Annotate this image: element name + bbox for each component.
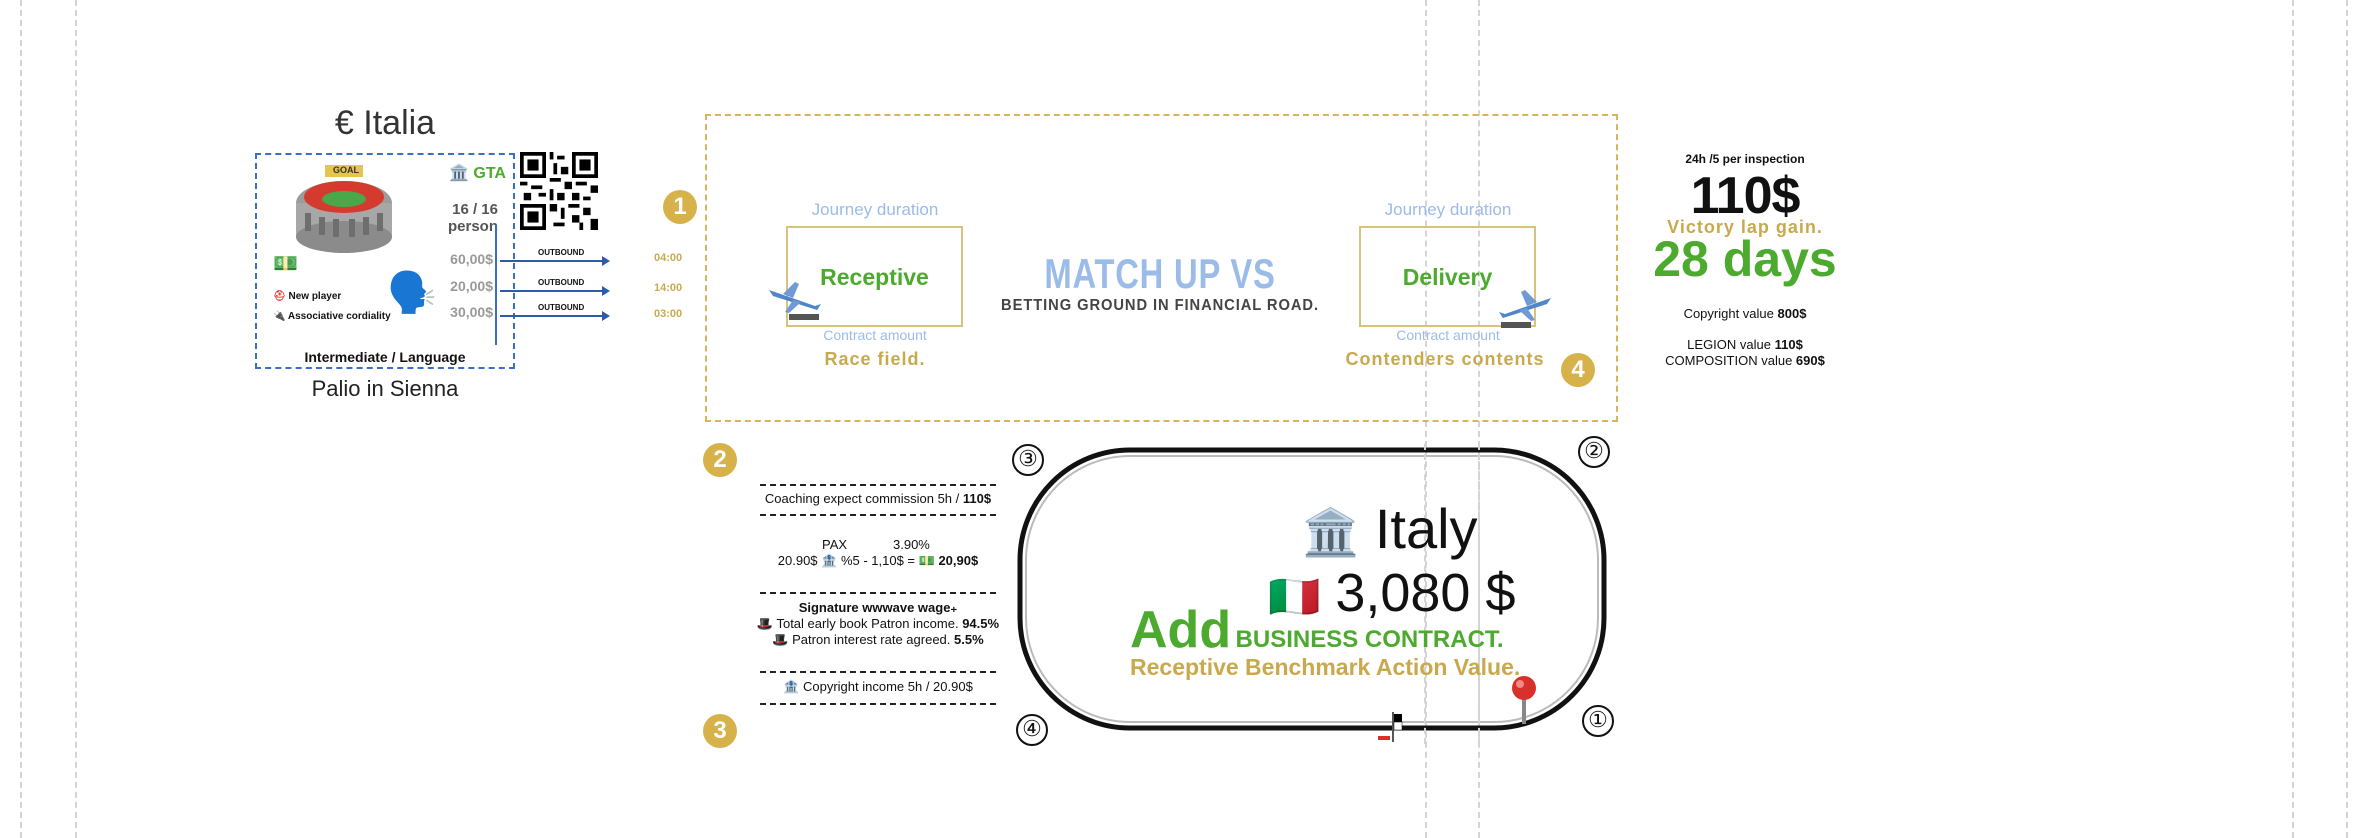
guide-line [1478,444,1480,744]
left-duration-label: Journey duration [811,200,939,219]
right-duration-label: Journey duration [1384,200,1512,219]
outbound-label: OUTBOUND [538,303,585,312]
separator [760,484,996,486]
bank-icon: 🏛️ [449,165,469,182]
add-contract-row: Add BUSINESS CONTRACT. [1130,601,1504,659]
guide-line [1424,444,1426,744]
legion-value-row: LEGION value 110$ [1687,337,1803,352]
guide-line [1425,0,1427,838]
map-pin-icon [1512,676,1536,724]
copyright-income-row: 🏦 Copyright income 5h / 20.90$ [783,679,973,694]
pax-label: PAX [822,537,848,552]
guide-line [20,0,22,838]
separator [760,514,996,516]
benchmark-label: Receptive Benchmark Action Value. [1130,654,1521,680]
separator [760,592,996,594]
amount-row: 🇮🇹 3,080 $ [1268,563,1516,623]
step-badge-1: 1 [663,190,697,224]
gta-label: GTA [473,165,506,182]
bank-icon: 🏛️ [1302,506,1360,558]
qr-code-icon[interactable] [520,152,598,230]
corner-marker-1: ① [1582,705,1614,737]
airplane-icon [1499,290,1551,328]
person-count: 16 / 16 person [447,201,498,235]
player-icon: ⛑ [273,291,286,302]
time-2: 14:00 [654,282,683,294]
delivery-label: Delivery [1402,264,1493,290]
composition-value-row: COMPOSITION value 690$ [1665,353,1825,368]
step-badge-2: 2 [703,443,737,477]
tour-card[interactable]: GOAL 🏛️ GTA 16 / 16 person 💵 🗣️ 60,00$ 2… [255,153,515,369]
signature-title: Signature wwwave wage₊ [798,600,958,615]
victory-amount: 110$ [1690,167,1801,225]
gta-row: 🏛️ GTA [449,163,506,183]
corner-marker-2: ② [1578,436,1610,468]
separator [760,703,996,705]
right-contract-label: Contract amount [1396,327,1500,343]
interest-row: 🎩 Patron interest rate agreed. 5.5% [772,632,984,647]
guide-line [75,0,77,838]
guide-line [2346,0,2348,838]
italy-row: 🏛️ Italy [1302,497,1478,560]
price-1: 60,00$ [450,251,493,267]
coaching-row: Coaching expect commission 5h / 110$ [764,491,992,506]
race-field-caption: Race field. [824,349,926,369]
receptive-box[interactable]: Receptive [786,226,963,327]
new-player-row: ⛑ New player [273,291,342,302]
pax-rate: 3.90% [893,537,930,552]
guide-line [1478,0,1480,838]
time-3: 03:00 [654,308,683,320]
receptive-label: Receptive [820,264,929,290]
outbound-label: OUTBOUND [538,278,585,287]
outbound-arrow [500,286,610,296]
match-headline: MATCH UP VS [1044,250,1276,297]
delivery-box[interactable]: Delivery [1359,226,1536,327]
plug-icon: 🔌 [273,311,286,322]
left-contract-label: Contract amount [823,327,927,343]
stadium-sign: GOAL [333,165,359,175]
outbound-label: OUTBOUND [538,248,585,257]
step-badge-4: 4 [1561,353,1595,387]
level-label: Intermediate / Language [304,349,466,365]
early-book-row: 🎩 Total early book Patron income. 94.5% [756,616,1000,631]
card-subtitle: Palio in Sienna [311,376,459,401]
race-track [1017,447,1607,731]
airplane-icon [769,282,821,320]
finish-flag-icon [1378,712,1403,742]
contenders-caption: Contenders contents [1345,349,1545,369]
outbound-arrow [500,256,610,266]
step-badge-3: 3 [703,714,737,748]
corner-marker-3: ③ [1012,444,1044,476]
price-3: 30,00$ [450,304,493,320]
speaking-head-icon: 🗣️ [387,271,437,315]
victory-label: Victory lap gain. [1667,217,1823,237]
match-panel [705,114,1618,422]
italy-flag-icon: 🇮🇹 [1268,573,1321,620]
days-label: 28 days [1653,231,1837,287]
copyright-value-row: Copyright value 800$ [1683,306,1807,321]
associative-row: 🔌 Associative cordiality [273,311,391,322]
inspection-label: 24h /5 per inspection [1685,152,1805,166]
outbound-arrow [500,311,610,321]
price-2: 20,00$ [450,278,493,294]
guide-line [2292,0,2294,838]
money-icon: 💵 [273,253,298,275]
match-tagline: BETTING GROUND IN FINANCIAL ROAD. [1001,297,1319,314]
formula-row: 20.90$ 🏦 %5 - 1,10$ = 💵 20,90$ [777,553,979,568]
vertical-divider [495,225,497,345]
card-title: € Italia [334,104,436,142]
corner-marker-4: ④ [1016,714,1048,746]
time-1: 04:00 [654,252,683,264]
separator [760,671,996,673]
stadium-icon [296,165,392,253]
